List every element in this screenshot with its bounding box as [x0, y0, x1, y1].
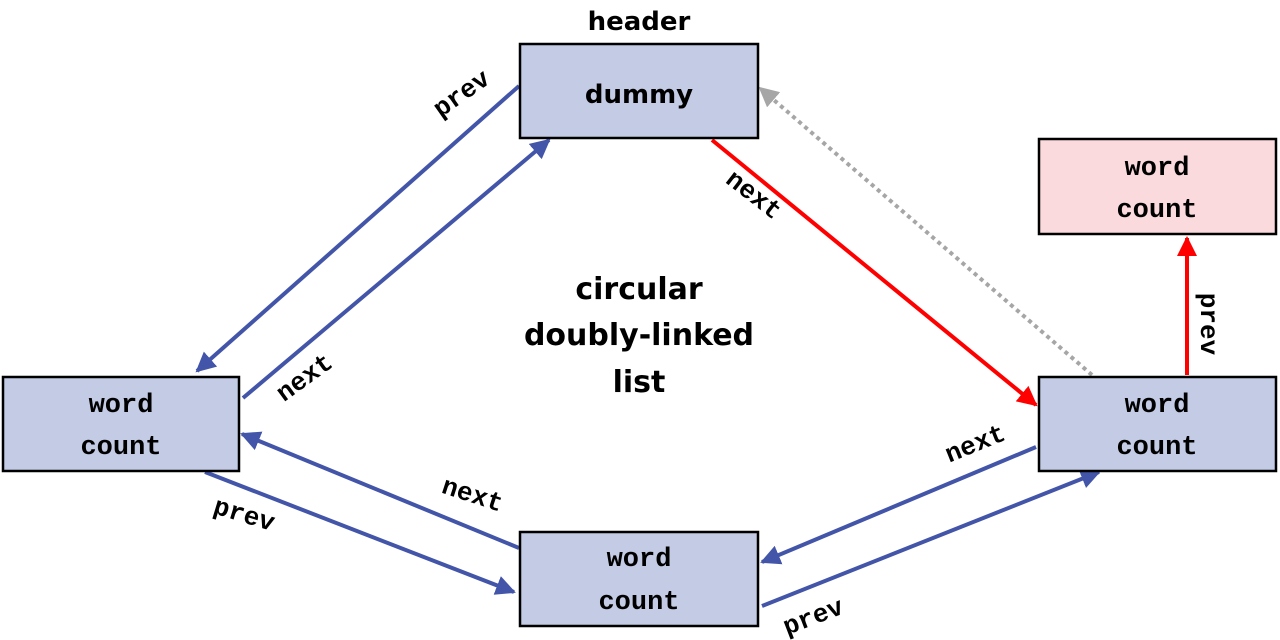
node-new: word count: [1037, 137, 1278, 236]
title-line-1: circular: [575, 272, 703, 307]
arrow-left-to-dummy-next: [241, 138, 551, 400]
node-dummy: dummy: [518, 42, 760, 140]
arrow-right-to-dummy-old-prev: [758, 86, 1094, 377]
node-right: word count: [1037, 375, 1278, 473]
node-bottom-label-count: count: [598, 588, 679, 618]
edge-label-left-bottom-prev: prev: [210, 492, 279, 539]
node-right-label-count: count: [1116, 433, 1197, 463]
arrow-dummy-to-right-next: [710, 138, 1038, 407]
edge-label-left-dummy-next: next: [271, 348, 339, 409]
node-dummy-label: dummy: [585, 80, 693, 110]
header-label: header: [588, 7, 691, 37]
node-bottom-label-word: word: [607, 545, 672, 575]
node-left: word count: [1, 375, 241, 473]
edge-label-bottom-left-next: next: [438, 471, 507, 519]
node-left-label-count: count: [80, 433, 161, 463]
arrow-bottom-to-right-prev: [761, 469, 1101, 608]
node-new-label-word: word: [1125, 154, 1190, 184]
edge-label-bottom-right-prev: prev: [779, 592, 848, 640]
title-line-3: list: [613, 365, 666, 400]
node-right-label-word: word: [1125, 391, 1190, 421]
title-line-2: doubly-linked: [524, 318, 754, 353]
arrow-dummy-to-left-prev: [195, 84, 521, 373]
node-new-label-count: count: [1116, 196, 1197, 226]
edge-label-right-new-prev: prev: [1193, 293, 1223, 356]
arrow-left-to-bottom-prev: [204, 470, 516, 595]
node-bottom: word count: [518, 530, 760, 628]
node-left-label-word: word: [89, 391, 154, 421]
arrow-bottom-to-left-next: [240, 431, 520, 550]
arrow-right-to-bottom-next: [760, 445, 1037, 565]
